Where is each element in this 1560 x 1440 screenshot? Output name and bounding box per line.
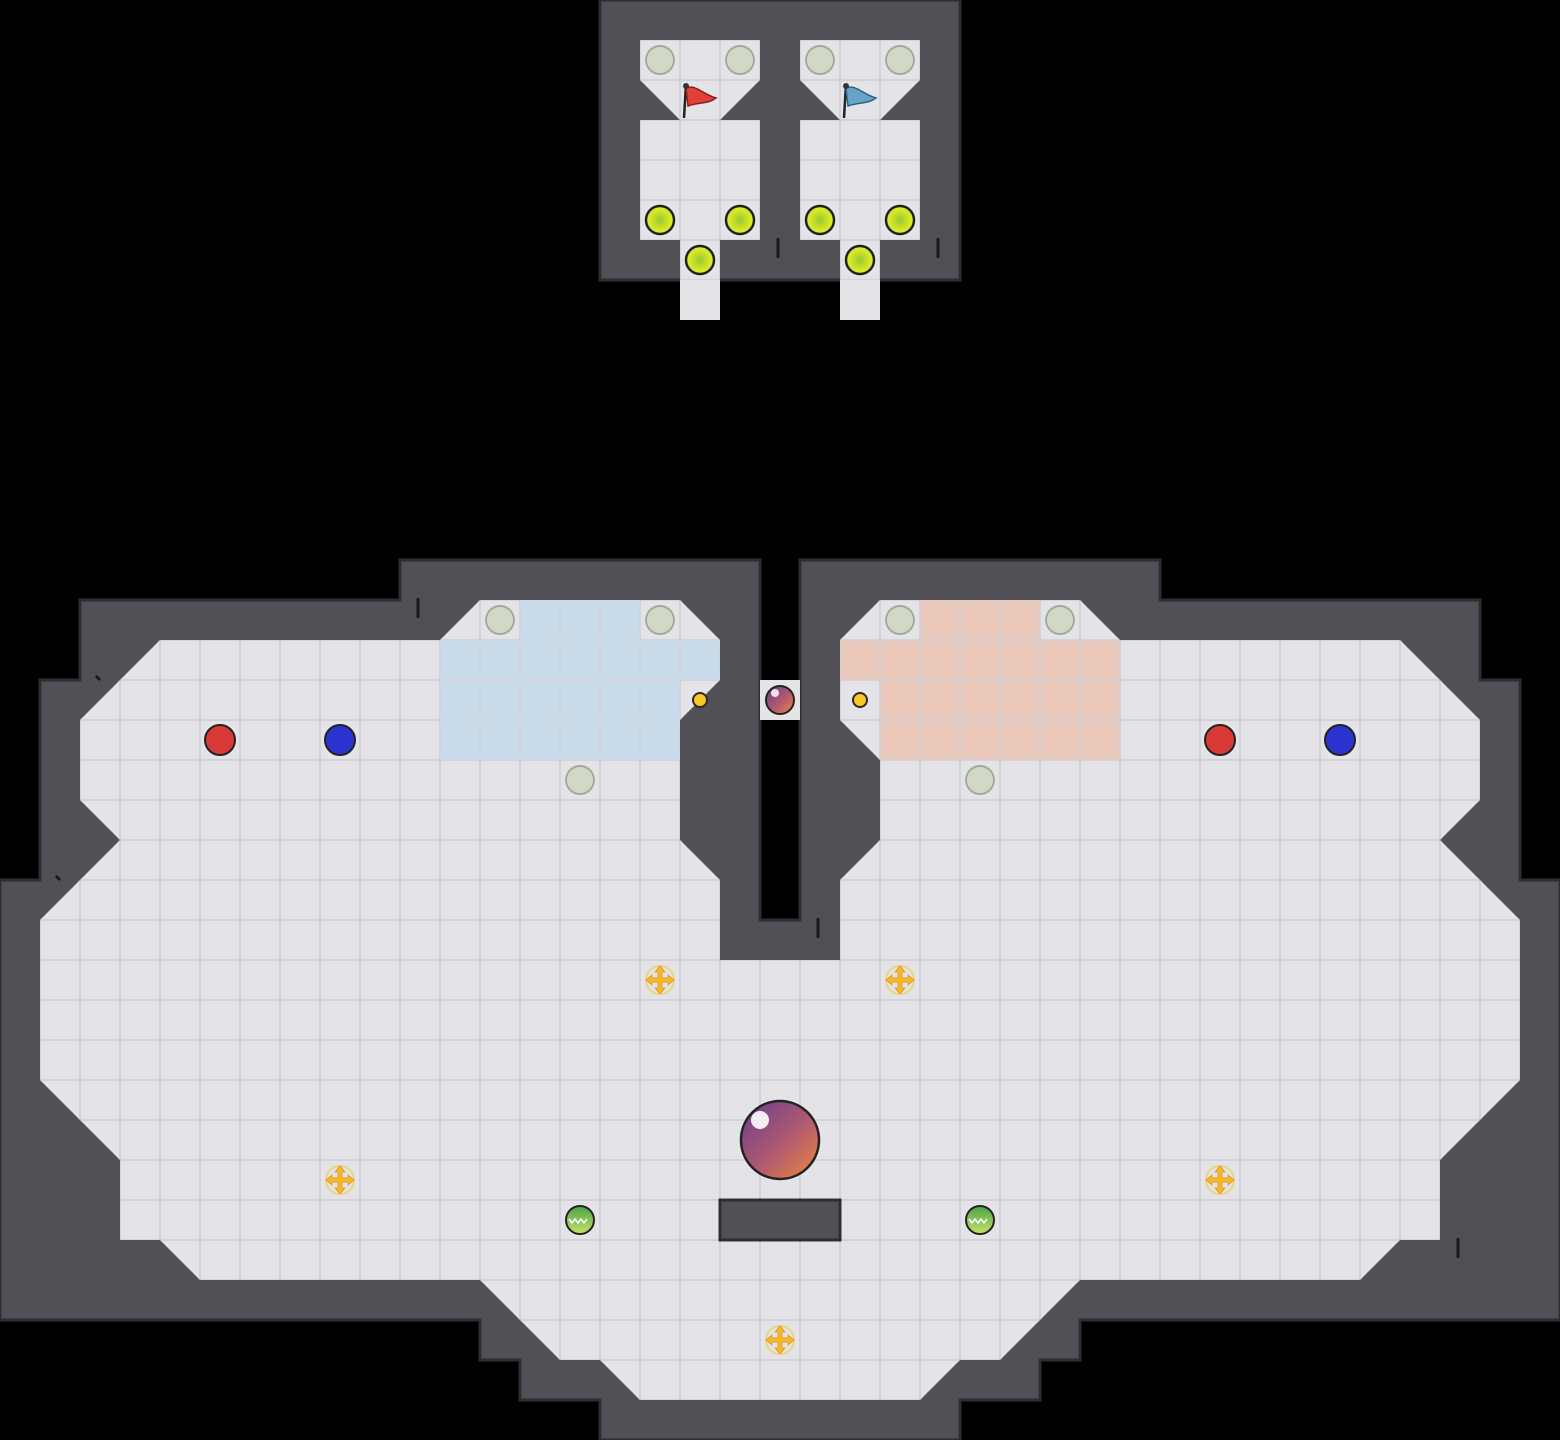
spawn-slot (565, 765, 595, 795)
speed-pad-icon[interactable] (1205, 1165, 1235, 1195)
red-player-ball[interactable] (1204, 724, 1236, 756)
ball-icon[interactable] (739, 1099, 821, 1181)
boost-icon[interactable] (684, 244, 716, 276)
spawn-slot (885, 45, 915, 75)
spawn-slot (645, 605, 675, 635)
gate-button[interactable] (692, 692, 708, 708)
center-barrier (718, 1198, 842, 1242)
speed-pad-icon[interactable] (765, 1325, 795, 1355)
spike-icon[interactable] (565, 1205, 595, 1235)
spawn-slot (645, 45, 675, 75)
boost-icon[interactable] (844, 244, 876, 276)
red-flag-icon[interactable] (682, 83, 718, 119)
speed-pad-icon[interactable] (325, 1165, 355, 1195)
spawn-slot (725, 45, 755, 75)
blue-flag-icon[interactable] (842, 83, 878, 119)
boost-icon[interactable] (804, 204, 836, 236)
flag-corridor-left (680, 280, 720, 320)
spawn-slot (885, 605, 915, 635)
red-player-ball[interactable] (204, 724, 236, 756)
spawn-slot (805, 45, 835, 75)
flag-corridor-right (840, 280, 880, 320)
speed-pad-icon[interactable] (885, 965, 915, 995)
spawn-slot (1045, 605, 1075, 635)
blue-player-ball[interactable] (1324, 724, 1356, 756)
speed-pad-icon[interactable] (645, 965, 675, 995)
spike-icon[interactable] (965, 1205, 995, 1235)
boost-icon[interactable] (644, 204, 676, 236)
gate-button[interactable] (852, 692, 868, 708)
mini-ball-icon[interactable] (765, 685, 795, 715)
boost-icon[interactable] (884, 204, 916, 236)
spawn-slot (965, 765, 995, 795)
blue-player-ball[interactable] (324, 724, 356, 756)
boost-icon[interactable] (724, 204, 756, 236)
spawn-slot (485, 605, 515, 635)
